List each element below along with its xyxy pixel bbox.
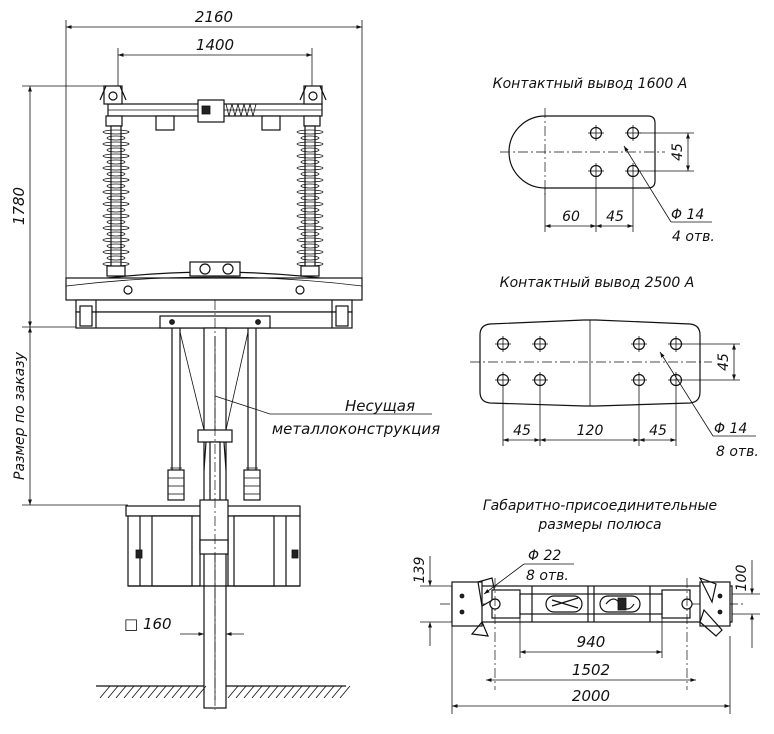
- terminal-2500-dim-120: 120: [577, 423, 604, 439]
- structure-label-line2: металлоконструкция: [272, 420, 440, 438]
- terminal-2500-dim-45-vertical: 45: [716, 353, 732, 371]
- right-insulator: [296, 125, 324, 277]
- pole-plan-view: Габаритно-присоединительные размеры полю…: [412, 498, 760, 714]
- plan-dim-1502: 1502: [572, 661, 610, 679]
- left-top-terminal: [99, 85, 127, 127]
- plan-view-body: [440, 576, 745, 690]
- dimension-insulator-spacing: 1400: [117, 36, 313, 100]
- dimension-post-section: □ 160: [124, 615, 244, 636]
- terminal-1600-hole-count: 4 отв.: [672, 229, 715, 245]
- terminal-2500-title: Контактный вывод 2500 А: [500, 275, 695, 291]
- dim-1400-label: 1400: [196, 36, 234, 54]
- plan-view-title-line1: Габаритно-присоединительные: [483, 498, 717, 514]
- plan-dim-139: 139: [412, 557, 428, 584]
- ground-hatch: [96, 685, 351, 699]
- dimension-custom-size: Размер по заказу: [12, 327, 128, 506]
- rotating-base: [65, 261, 363, 329]
- dim-custom-size-label: Размер по заказу: [12, 351, 28, 480]
- terminal-1600-dim-45-vertical: 45: [670, 143, 686, 161]
- structure-leader: Несущая металлоконструкция: [214, 395, 440, 438]
- terminal-2500-hole-count: 8 отв.: [716, 444, 759, 460]
- dim-2160-label: 2160: [195, 8, 233, 26]
- terminal-2500-dim-45-right: 45: [649, 423, 667, 439]
- terminal-1600-holes: [588, 125, 641, 179]
- right-top-terminal: [299, 85, 327, 127]
- terminal-2500-hole-diameter: Φ 14: [714, 421, 747, 437]
- structure-label-line1: Несущая: [345, 397, 415, 415]
- terminal-2500-view: Контактный вывод 2500 А 45 45 120 45 Φ 1…: [470, 275, 759, 460]
- drive-cabinets: [125, 499, 301, 587]
- current-path-bar: [107, 99, 323, 131]
- dim-1780-label: 1780: [10, 187, 28, 225]
- dimension-height: 1780: [10, 85, 112, 328]
- dim-160-label: □ 160: [124, 615, 172, 633]
- plan-view-title-line2: размеры полюса: [537, 517, 661, 533]
- main-elevation-view: 2160 1400 1780 Размер по заказу: [10, 8, 440, 710]
- terminal-1600-hole-diameter: Φ 14: [671, 207, 704, 223]
- terminal-1600-dim-45: 45: [606, 209, 624, 225]
- terminal-1600-view: Контактный вывод 1600 А 45 60 45 Φ 14 4 …: [493, 76, 715, 245]
- left-insulator: [102, 125, 130, 277]
- terminal-2500-plate: [479, 319, 701, 407]
- dimension-overall-width: 2160: [65, 8, 363, 300]
- plan-hole-count: 8 отв.: [526, 568, 569, 584]
- plan-dim-940: 940: [577, 633, 606, 651]
- terminal-2500-holes: [495, 336, 684, 388]
- plan-hole-diameter: Φ 22: [528, 548, 561, 564]
- plan-dim-2000: 2000: [572, 687, 610, 705]
- terminal-1600-title: Контактный вывод 1600 А: [493, 76, 688, 92]
- terminal-2500-dim-45-left: 45: [513, 423, 531, 439]
- terminal-1600-dim-60: 60: [562, 209, 580, 225]
- plan-dim-100: 100: [734, 565, 750, 592]
